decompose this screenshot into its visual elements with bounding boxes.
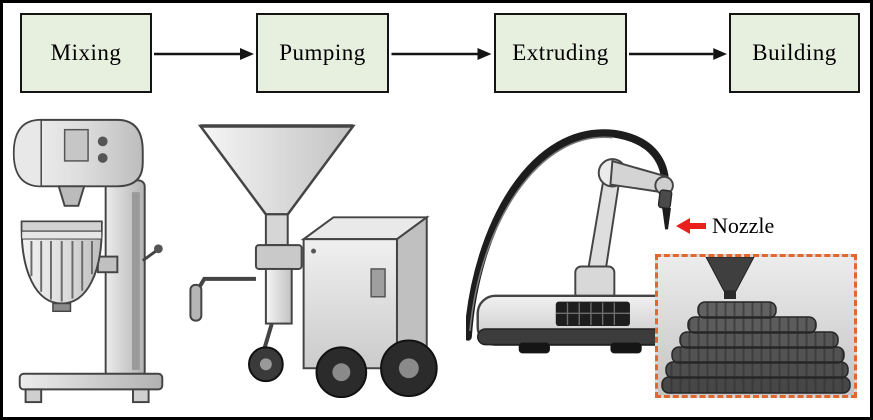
flow-arrow-icon [391,47,492,61]
flow-step-label: Extruding [512,40,609,65]
flow-step-building: Building [729,13,860,93]
flow-arrow-icon [629,47,727,61]
flow-step-label: Pumping [279,40,366,65]
flow-arrow-icon [154,47,254,61]
flow-step-mixing: Mixing [20,13,152,93]
printed-layers-inset [655,254,857,398]
flow-step-extruding: Extruding [494,13,627,93]
robot-arm-illustration [466,116,710,378]
flow-step-pumping: Pumping [256,13,389,93]
nozzle-arrow-icon [676,218,706,234]
mixer-illustration [8,110,174,412]
pump-illustration [184,120,455,403]
flow-step-label: Building [752,40,837,65]
nozzle-annotation: Nozzle [676,213,774,239]
nozzle-label: Nozzle [712,213,775,238]
flow-step-label: Mixing [50,40,122,65]
